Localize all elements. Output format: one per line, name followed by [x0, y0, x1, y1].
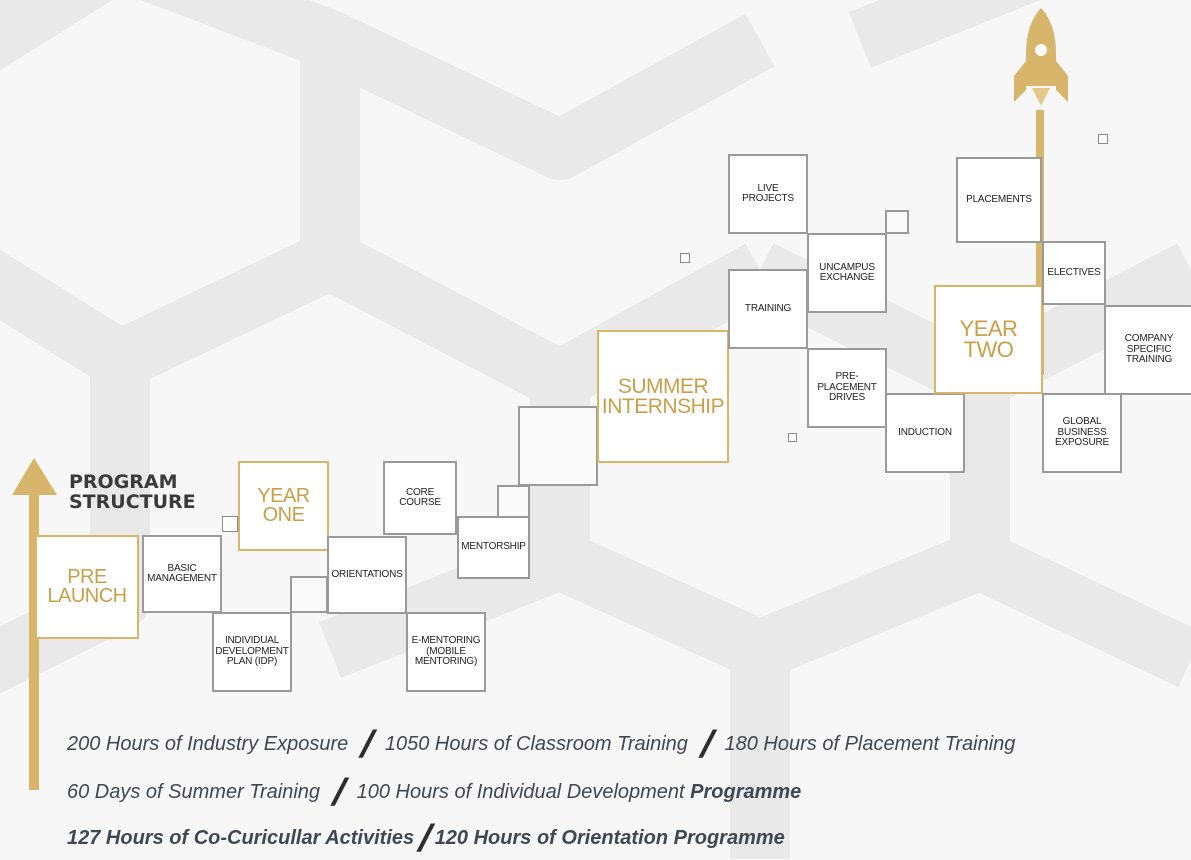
separator-slash: / [413, 817, 438, 860]
stats-line-1: 200 Hours of Industry Exposure/1050 Hour… [67, 723, 1016, 766]
stat-individual-development-suffix: Programme [690, 781, 802, 804]
stat-placement-training: 180 Hours of Placement Training [724, 733, 1016, 756]
module-mentorship: MENTORSHIP [457, 516, 530, 579]
module-basic-management: BASIC MANAGEMENT [142, 535, 222, 613]
separator-slash: / [695, 723, 720, 766]
decor-square [680, 253, 690, 263]
stage-year-two: YEAR TWO [934, 285, 1043, 394]
decor-square [1098, 134, 1108, 144]
stat-co-curricular: 127 Hours of Co-Curicullar Activities [67, 827, 415, 850]
stats-line-3: 127 Hours of Co-Curicullar Activities/12… [67, 817, 785, 860]
stage-pre-launch: PRE LAUNCH [35, 535, 139, 639]
stage-summer-internship: SUMMER INTERNSHIP [597, 330, 729, 463]
title-line-2: STRUCTURE [69, 491, 196, 513]
module-training: TRAINING [728, 269, 808, 349]
decor-square [788, 433, 797, 442]
stage-year-one: YEAR ONE [238, 461, 329, 551]
module-core-course: CORE COURSE [383, 461, 457, 535]
separator-slash: / [327, 771, 352, 814]
connector-box [290, 576, 328, 613]
module-orientations: ORIENTATIONS [327, 536, 407, 614]
stat-orientation-programme: 120 Hours of Orientation Programme [434, 827, 785, 850]
module-company-specific-training: COMPANY SPECIFIC TRAINING [1104, 305, 1191, 395]
module-idp: INDIVIDUAL DEVELOPMENT PLAN (IDP) [212, 612, 292, 692]
stat-individual-development: 100 Hours of Individual Development [356, 781, 685, 804]
module-live-projects: LIVE PROJECTS [728, 154, 808, 234]
decor-square [222, 516, 238, 532]
rocket-icon [1014, 8, 1068, 106]
module-uncampus-exchange: UNCAMPUS EXCHANGE [807, 233, 887, 313]
module-placements: PLACEMENTS [956, 157, 1042, 243]
stat-industry-exposure: 200 Hours of Industry Exposure [67, 733, 349, 756]
module-global-business-exposure: GLOBAL BUSINESS EXPOSURE [1042, 393, 1122, 473]
up-arrow-icon [12, 458, 57, 790]
stat-classroom-training: 1050 Hours of Classroom Training [384, 733, 688, 756]
connector-box [518, 406, 598, 486]
module-e-mentoring: E-MENTORING (MOBILE MENTORING) [406, 612, 486, 692]
stats-line-2: 60 Days of Summer Training /100 Hours of … [67, 771, 802, 814]
title-line-1: PROGRAM [69, 471, 178, 493]
connector-box [497, 485, 530, 518]
program-structure-title: PROGRAM STRUCTURE [69, 472, 196, 512]
module-induction: INDUCTION [885, 393, 965, 473]
module-electives: ELECTIVES [1042, 241, 1106, 305]
separator-slash: / [355, 723, 380, 766]
stat-summer-training: 60 Days of Summer Training [67, 781, 321, 804]
connector-box [885, 210, 909, 234]
module-pre-placement-drives: PRE- PLACEMENT DRIVES [807, 348, 887, 428]
